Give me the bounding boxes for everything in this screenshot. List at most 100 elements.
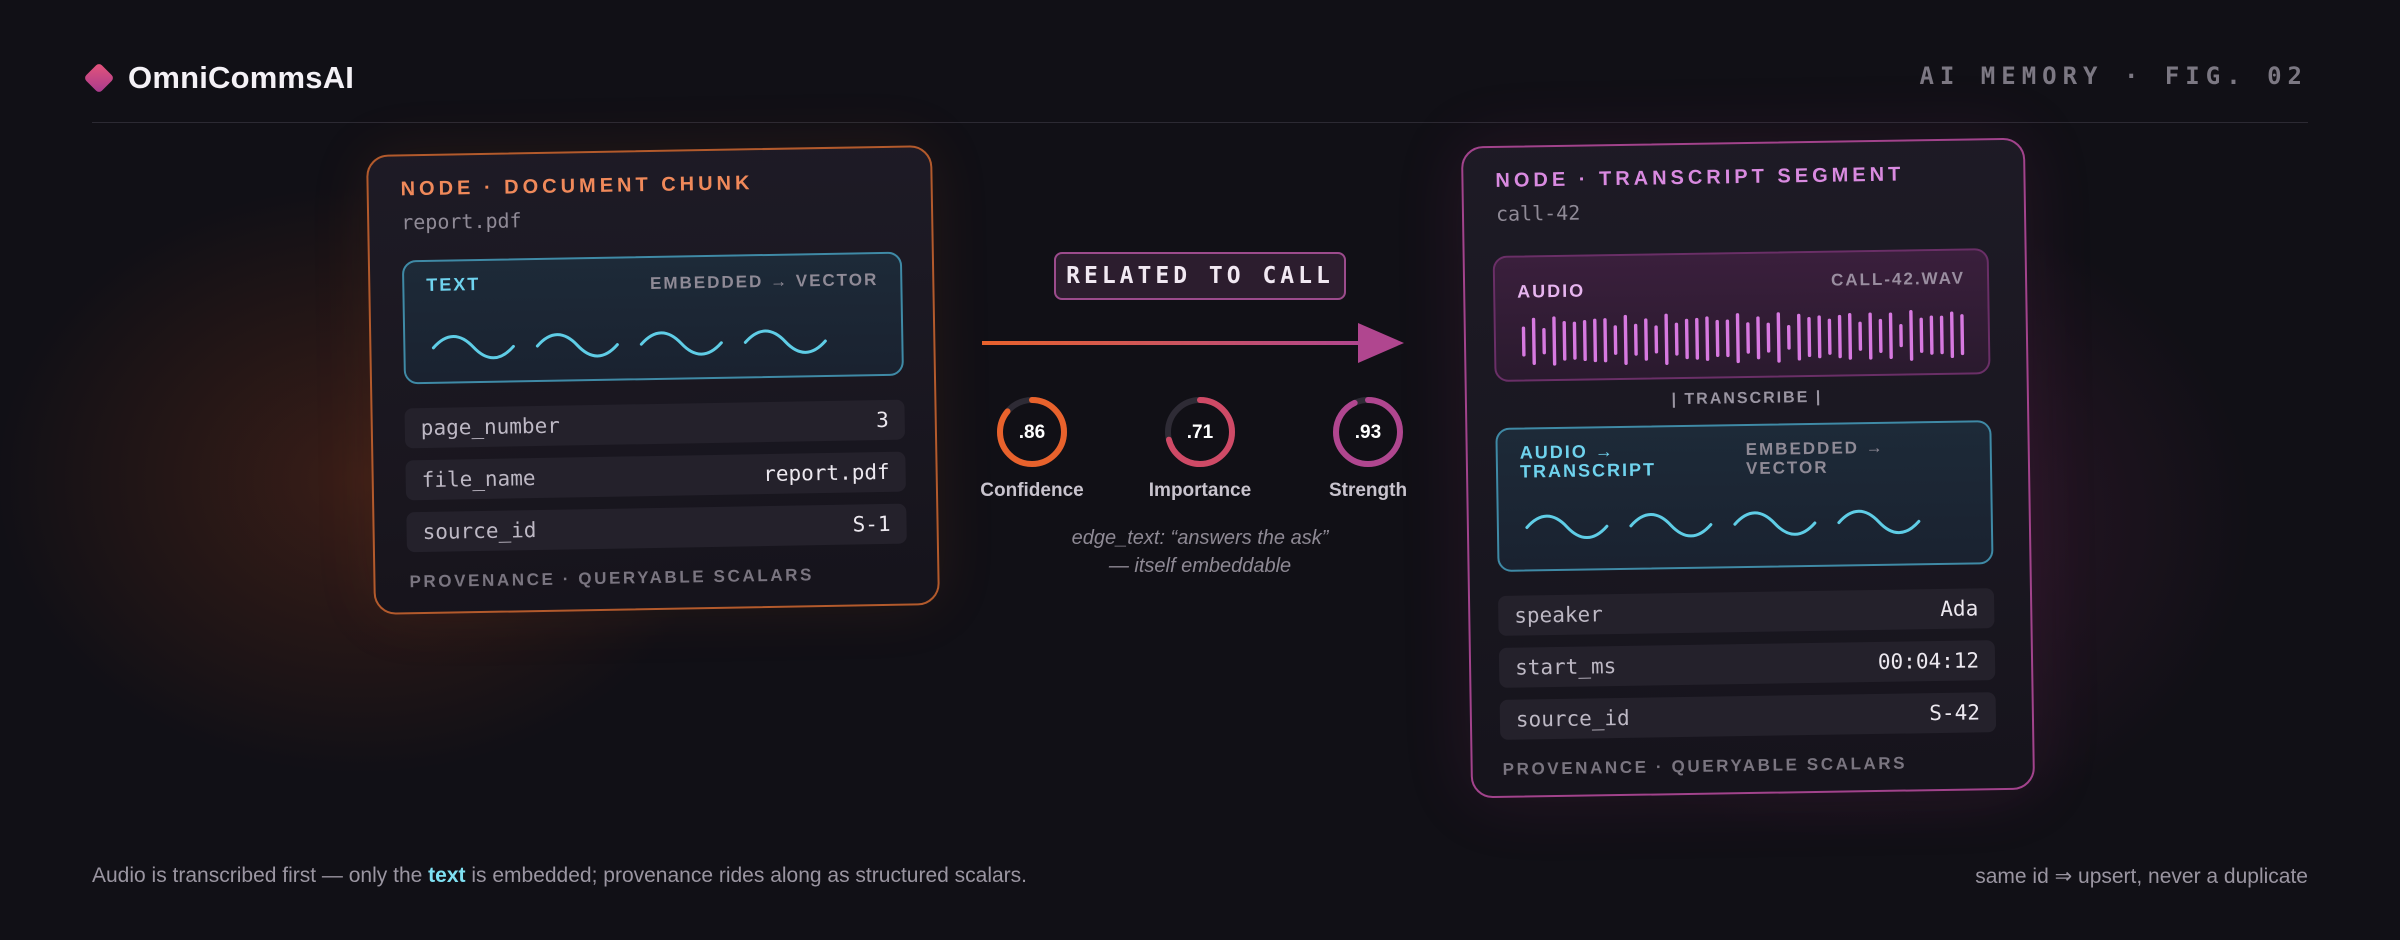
waveform-bar xyxy=(1725,319,1730,358)
waveform-bar xyxy=(1521,326,1526,357)
caption-text: Audio is transcribed first — only the xyxy=(92,864,429,887)
embed-label-line: EMBEDDED → xyxy=(1745,437,1885,460)
waveform-bar xyxy=(1888,312,1893,360)
waveform-bar xyxy=(1664,313,1669,365)
vector-wave-icon xyxy=(1525,509,1921,540)
waveform-bar xyxy=(1960,314,1965,356)
waveform-bar xyxy=(1817,315,1822,359)
caption-text: is embedded; provenance rides along as s… xyxy=(465,864,1027,887)
waveform-bar xyxy=(1776,312,1781,363)
brand: OmniCommsAI xyxy=(83,60,354,96)
waveform-bar xyxy=(1705,316,1710,361)
waveform-bar xyxy=(1695,317,1700,360)
waveform-bar xyxy=(1868,312,1873,360)
waveform-bar xyxy=(1582,320,1587,362)
waveform-bar xyxy=(1715,319,1720,358)
embed-label: EMBEDDED → VECTOR xyxy=(1746,438,1886,478)
audio-waveform-icon xyxy=(1521,310,1965,366)
gauge-label: Strength xyxy=(1328,480,1408,501)
waveform-bar xyxy=(1766,322,1771,353)
waveform-bar xyxy=(1562,321,1567,361)
waveform-bar xyxy=(1949,311,1955,359)
waveform-bar xyxy=(1919,317,1924,353)
gauge-value: .93 xyxy=(1355,422,1381,443)
waveform-bar xyxy=(1644,318,1649,361)
scalar-row: page_number 3 xyxy=(404,399,906,449)
waveform-bar xyxy=(1746,322,1750,354)
audio-file: CALL-42.WAV xyxy=(1830,268,1966,290)
embed-label-line: VECTOR xyxy=(1745,457,1829,479)
strength-gauge: .93 Strength xyxy=(1288,394,1448,502)
transcribe-label: | TRANSCRIBE | xyxy=(1671,388,1823,409)
scalar-value: S-1 xyxy=(852,511,891,537)
waveform-bar xyxy=(1909,310,1914,361)
waveform-bar xyxy=(1654,325,1659,354)
waveform-bar xyxy=(1858,321,1863,351)
edge-text: edge_text: “answers the ask” — itself em… xyxy=(1000,524,1400,580)
scalar-value: 00:04:12 xyxy=(1877,648,1980,674)
gauge-label: Confidence xyxy=(980,480,1084,501)
waveform-bar xyxy=(1837,314,1842,359)
gauge-ring-icon: .71 xyxy=(1165,397,1235,467)
figure-label: AI MEMORY · FIG. 02 xyxy=(1919,62,2308,90)
waveform-bar xyxy=(1848,312,1853,360)
waveform-bar xyxy=(1807,316,1812,358)
node-subtitle: report.pdf xyxy=(401,208,522,235)
embed-label: EMBEDDED → VECTOR xyxy=(649,270,879,294)
scalar-key: page_number xyxy=(420,413,561,441)
relation-label: RELATED TO CALL xyxy=(1054,252,1346,300)
waveform-bar xyxy=(1797,313,1802,361)
scalar-value: Ada xyxy=(1940,596,1979,621)
document-chunk-node: NODE · DOCUMENT CHUNK report.pdf TEXT EM… xyxy=(366,145,940,615)
provenance-footer: PROVENANCE · QUERYABLE SCALARS xyxy=(1502,753,1908,779)
header-divider xyxy=(92,122,2308,123)
waveform-bar xyxy=(1827,318,1832,355)
scalar-value: 3 xyxy=(875,407,889,433)
scalar-key: file_name xyxy=(421,466,536,493)
upsert-note: same id ⇒ upsert, never a duplicate xyxy=(1975,865,2308,888)
waveform-bar xyxy=(1786,325,1791,350)
waveform-bar xyxy=(1878,318,1883,353)
waveform-bar xyxy=(1552,316,1557,366)
embed-tag-line: TRANSCRIPT xyxy=(1519,459,1657,482)
waveform-bar xyxy=(1542,328,1546,355)
gauge-ring-icon: .93 xyxy=(1333,397,1403,467)
waveform-bar xyxy=(1674,322,1679,356)
edge-text-line: — itself embeddable xyxy=(1108,555,1292,577)
confidence-gauge: .86 Confidence xyxy=(952,394,1112,502)
scalar-key: source_id xyxy=(1515,705,1630,732)
waveform-bar xyxy=(1623,314,1628,365)
waveform-bar xyxy=(1684,318,1689,360)
node-title: NODE · DOCUMENT CHUNK xyxy=(400,172,754,201)
scalar-row: speaker Ada xyxy=(1497,588,1995,636)
scalar-row: source_id S-42 xyxy=(1499,692,1997,740)
audio-tag: AUDIO xyxy=(1517,280,1586,302)
transcript-embedding-panel: AUDIO → TRANSCRIPT EMBEDDED → VECTOR xyxy=(1495,420,1994,572)
edge-text-line: edge_text: “answers the ask” xyxy=(1071,527,1329,549)
scalar-row: source_id S-1 xyxy=(406,503,907,553)
gauge-ring-icon: .86 xyxy=(997,397,1067,467)
scalar-key: start_ms xyxy=(1514,654,1617,680)
waveform-bar xyxy=(1572,321,1577,360)
waveform-bar xyxy=(1531,317,1536,365)
waveform-bar xyxy=(1603,318,1608,363)
text-embedding-panel: TEXT EMBEDDED → VECTOR xyxy=(401,251,904,385)
waveform-bar xyxy=(1899,323,1903,348)
transcript-segment-node: NODE · TRANSCRIPT SEGMENT call-42 AUDIO … xyxy=(1460,137,2036,799)
scalar-key: source_id xyxy=(422,518,537,545)
waveform-bar xyxy=(1633,323,1638,356)
node-subtitle: call-42 xyxy=(1495,200,1581,226)
embed-tag: TEXT xyxy=(426,274,481,295)
node-title: NODE · TRANSCRIPT SEGMENT xyxy=(1495,163,1905,192)
audio-panel: AUDIO CALL-42.WAV xyxy=(1492,248,1991,382)
importance-gauge: .71 Importance xyxy=(1120,394,1280,502)
waveform-bar xyxy=(1735,313,1740,364)
relation-arrow-icon xyxy=(982,323,1404,363)
scalar-value: report.pdf xyxy=(763,459,890,487)
vector-wave-icon xyxy=(431,329,827,360)
scalar-value: S-42 xyxy=(1929,700,1981,726)
gauge-value: .71 xyxy=(1187,422,1214,443)
embed-tag: AUDIO → TRANSCRIPT xyxy=(1520,441,1657,481)
gauge-value: .86 xyxy=(1019,422,1045,443)
scalar-key: speaker xyxy=(1514,602,1603,628)
